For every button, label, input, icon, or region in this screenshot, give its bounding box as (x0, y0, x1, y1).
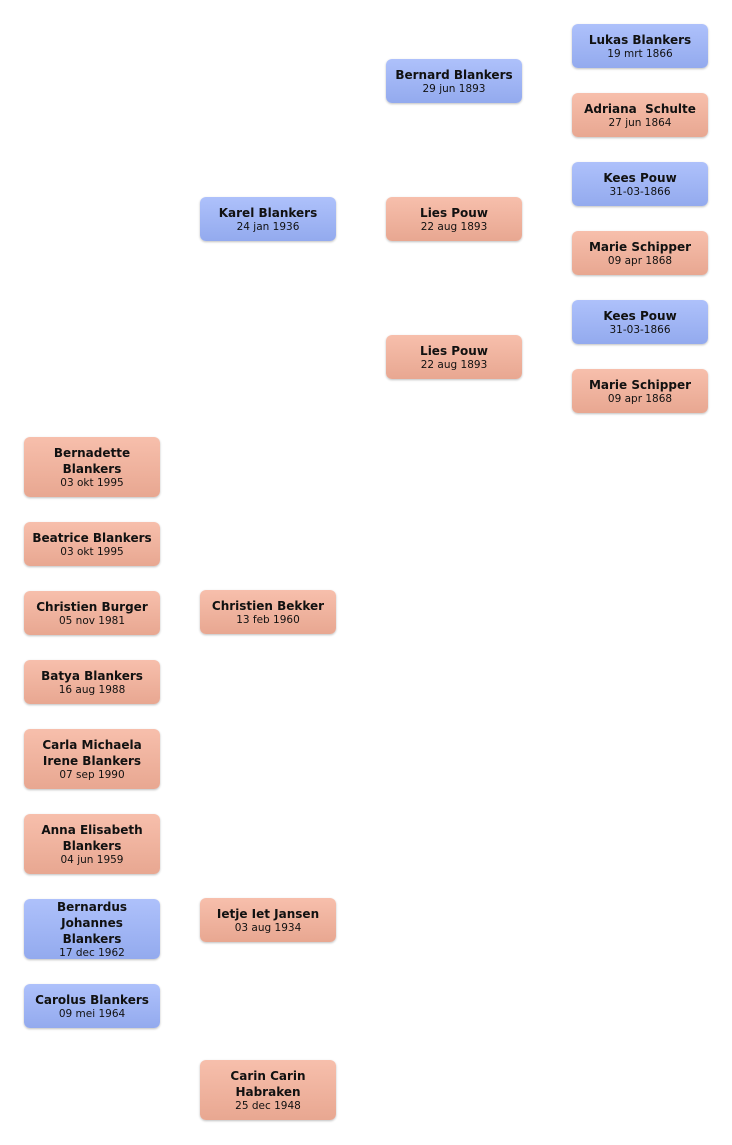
person-name: Batya Blankers (41, 668, 143, 683)
person-box-lies-pouw-1[interactable]: Lies Pouw 22 aug 1893 (386, 197, 522, 241)
person-name: Marie Schipper (588, 239, 692, 254)
person-birthdate: 24 jan 1936 (236, 220, 300, 233)
person-birthdate: 16 aug 1988 (58, 683, 126, 696)
person-birthdate: 09 apr 1868 (607, 254, 673, 267)
person-birthdate: 03 okt 1995 (60, 545, 124, 558)
person-box-christien-burger[interactable]: Christien Burger 05 nov 1981 (24, 591, 160, 635)
person-box-carla-blankers[interactable]: Carla Michaela Irene Blankers 07 sep 199… (24, 729, 160, 789)
person-box-lies-pouw-2[interactable]: Lies Pouw 22 aug 1893 (386, 335, 522, 379)
person-box-batya-blankers[interactable]: Batya Blankers 16 aug 1988 (24, 660, 160, 704)
person-birthdate: 17 dec 1962 (59, 946, 125, 959)
person-name: Lies Pouw (420, 205, 488, 220)
person-birthdate: 22 aug 1893 (420, 220, 488, 233)
person-box-lukas-blankers[interactable]: Lukas Blankers 19 mrt 1866 (572, 24, 708, 68)
person-name: Adriana Schulte (584, 101, 696, 116)
person-name: Ietje Iet Jansen (216, 906, 320, 921)
person-box-bernadette-blankers[interactable]: Bernadette Blankers 03 okt 1995 (24, 437, 160, 497)
person-name: Carolus Blankers (35, 992, 149, 1007)
person-box-karel-blankers[interactable]: Karel Blankers 24 jan 1936 (200, 197, 336, 241)
person-box-kees-pouw-1[interactable]: Kees Pouw 31-03-1866 (572, 162, 708, 206)
person-name: Kees Pouw (603, 170, 677, 185)
person-box-bernardus-blankers[interactable]: Bernardus Johannes Blankers 17 dec 1962 (24, 899, 160, 959)
person-birthdate: 22 aug 1893 (420, 358, 488, 371)
person-name: Bernadette Blankers (53, 445, 135, 476)
person-name: Bernard Blankers (395, 67, 513, 82)
person-birthdate: 03 okt 1995 (60, 476, 124, 489)
person-name: Lies Pouw (420, 343, 488, 358)
person-box-carolus-blankers[interactable]: Carolus Blankers 09 mei 1964 (24, 984, 160, 1028)
person-name: Lukas Blankers (588, 32, 692, 47)
person-box-adriana-schulte[interactable]: Adriana Schulte 27 jun 1864 (572, 93, 708, 137)
person-name: Christien Burger (36, 599, 148, 614)
person-box-ietje-iet-jansen[interactable]: Ietje Iet Jansen 03 aug 1934 (200, 898, 336, 942)
person-birthdate: 25 dec 1948 (235, 1099, 301, 1112)
person-birthdate: 19 mrt 1866 (607, 47, 673, 60)
person-box-anna-blankers[interactable]: Anna Elisabeth Blankers 04 jun 1959 (24, 814, 160, 874)
person-box-christien-bekker[interactable]: Christien Bekker 13 feb 1960 (200, 590, 336, 634)
person-box-marie-schipper-1[interactable]: Marie Schipper 09 apr 1868 (572, 231, 708, 275)
person-birthdate: 31-03-1866 (609, 185, 671, 198)
person-name: Kees Pouw (603, 308, 677, 323)
person-box-bernard-blankers[interactable]: Bernard Blankers 29 jun 1893 (386, 59, 522, 103)
person-box-marie-schipper-2[interactable]: Marie Schipper 09 apr 1868 (572, 369, 708, 413)
person-name: Marie Schipper (588, 377, 692, 392)
person-birthdate: 07 sep 1990 (59, 768, 125, 781)
person-birthdate: 27 jun 1864 (608, 116, 672, 129)
person-box-carin-habraken[interactable]: Carin Carin Habraken 25 dec 1948 (200, 1060, 336, 1120)
person-name: Carin Carin Habraken (230, 1068, 310, 1099)
person-birthdate: 05 nov 1981 (58, 614, 126, 627)
person-birthdate: 04 jun 1959 (60, 853, 124, 866)
person-name: Carla Michaela Irene Blankers (42, 737, 146, 768)
person-birthdate: 03 aug 1934 (234, 921, 302, 934)
person-name: Karel Blankers (218, 205, 318, 220)
person-name: Anna Elisabeth Blankers (41, 822, 147, 853)
person-box-beatrice-blankers[interactable]: Beatrice Blankers 03 okt 1995 (24, 522, 160, 566)
person-box-kees-pouw-2[interactable]: Kees Pouw 31-03-1866 (572, 300, 708, 344)
person-birthdate: 31-03-1866 (609, 323, 671, 336)
person-birthdate: 09 mei 1964 (58, 1007, 126, 1020)
person-name: Beatrice Blankers (32, 530, 152, 545)
person-name: Christien Bekker (211, 598, 325, 613)
person-birthdate: 13 feb 1960 (236, 613, 300, 626)
person-birthdate: 29 jun 1893 (422, 82, 486, 95)
person-birthdate: 09 apr 1868 (607, 392, 673, 405)
person-name: Bernardus Johannes Blankers (56, 899, 132, 946)
